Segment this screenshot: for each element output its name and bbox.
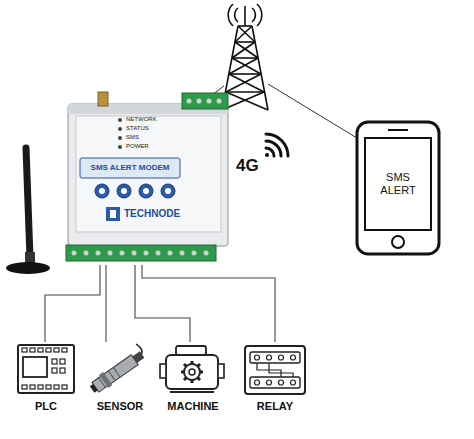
sensor-device: SENSOR <box>84 342 156 420</box>
led-label: SMS <box>126 134 139 141</box>
cell-tower <box>222 4 268 110</box>
wire-connector <box>45 265 100 342</box>
led-label: STATUS <box>126 125 149 132</box>
led-label: POWER <box>126 143 149 150</box>
wireless-symbol <box>265 134 288 157</box>
network-label: 4G <box>236 156 259 176</box>
phone: SMS ALERT <box>355 120 441 256</box>
phone-message: SMS ALERT <box>373 171 423 196</box>
sms-alert-modem: NETWORK STATUS SMS POWER SMS ALERT MODEM TECH… <box>62 90 232 265</box>
signal-line <box>268 84 357 138</box>
wire-connector <box>105 265 106 342</box>
device-label: SENSOR <box>84 400 156 413</box>
plc-device: PLC <box>15 342 77 420</box>
device-label: PLC <box>15 400 77 413</box>
led-label: NETWORK <box>126 116 157 123</box>
device-label: MACHINE <box>158 400 228 413</box>
machine-device: MACHINE <box>158 342 228 420</box>
wire-connector <box>135 265 190 342</box>
device-title: SMS ALERT MODEM <box>80 163 180 172</box>
device-label: RELAY <box>242 400 308 413</box>
relay-device: RELAY <box>242 342 308 420</box>
antenna <box>6 148 50 274</box>
brand-name: TECHNODE <box>124 208 180 220</box>
wire-connector <box>142 265 275 342</box>
